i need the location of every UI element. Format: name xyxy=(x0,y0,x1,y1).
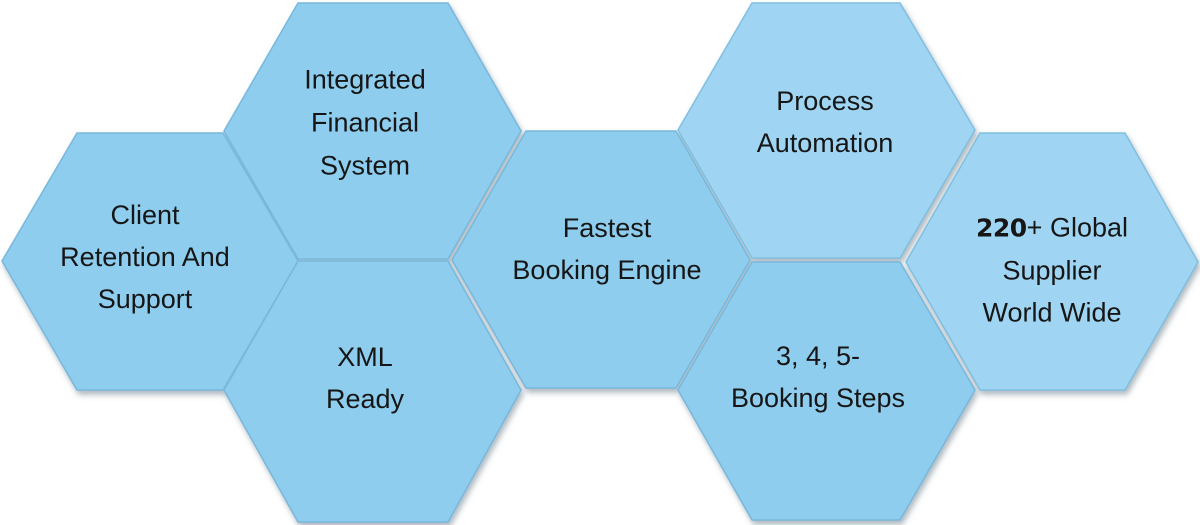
hexagon-xml-ready xyxy=(223,260,522,523)
label-line: Integrated xyxy=(304,64,426,95)
label-process-automation: Process Automation xyxy=(757,80,894,164)
label-line: Retention And xyxy=(60,242,230,272)
hexagon-client-retention xyxy=(1,132,299,391)
label-line: System xyxy=(319,150,411,181)
label-client-retention: Client Retention And Support xyxy=(60,194,230,320)
supplier-count: 220 xyxy=(975,213,1027,243)
label-line-text: + Global xyxy=(1026,212,1129,243)
label-global-supplier: 220+ Global Supplier World Wide xyxy=(976,207,1128,334)
hexagon-integrated-financial xyxy=(223,2,522,260)
label-line: 220+ Global xyxy=(976,207,1128,250)
label-line: Support xyxy=(97,284,193,314)
label-integrated-financial: Integrated Financial System xyxy=(304,59,426,188)
label-booking-steps: 3, 4, 5- Booking Steps xyxy=(731,335,905,419)
label-line: XML xyxy=(337,342,393,372)
hexagon-fastest-booking xyxy=(451,130,751,389)
label-line: Ready xyxy=(325,384,405,414)
hexagon-process-automation xyxy=(677,2,976,259)
label-line: Process xyxy=(776,86,874,116)
label-line: Client xyxy=(110,200,180,230)
label-line: Booking Steps xyxy=(730,383,906,413)
label-fastest-booking: Fastest Booking Engine xyxy=(512,207,701,291)
label-line: 3, 4, 5- xyxy=(775,341,861,371)
label-line: Financial xyxy=(310,107,420,138)
hexagon-booking-steps xyxy=(677,261,976,521)
label-xml-ready: XML Ready xyxy=(326,336,404,420)
label-line: Automation xyxy=(756,128,894,158)
hexagon-global-supplier xyxy=(905,132,1199,391)
label-line: Booking Engine xyxy=(512,255,702,285)
label-line: World Wide xyxy=(982,297,1122,328)
label-line: Fastest xyxy=(562,213,652,243)
label-line: Supplier xyxy=(1002,255,1102,286)
